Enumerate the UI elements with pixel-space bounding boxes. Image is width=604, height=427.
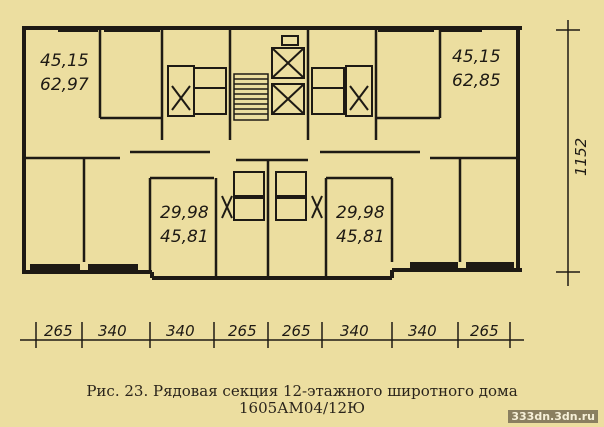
vertical-dimension-line xyxy=(556,20,580,286)
dimension-bay-1: 265 xyxy=(44,322,73,340)
total-area-label: 45,81 xyxy=(160,227,209,247)
windows xyxy=(30,26,514,274)
apartment-top-left: 45,15 62,97 xyxy=(40,51,89,95)
floor-plan: 45,15 62,97 45,15 62,85 29,98 45,81 29,9… xyxy=(20,20,590,348)
interior-walls xyxy=(24,30,518,276)
dimension-bay-3: 340 xyxy=(166,322,195,340)
total-area-label: 62,85 xyxy=(452,71,501,91)
figure-caption: Рис. 23. Рядовая секция 12-этажного широ… xyxy=(86,382,518,400)
dimension-bay-8: 265 xyxy=(470,322,499,340)
staircase xyxy=(233,73,269,121)
living-area-label: 45,15 xyxy=(452,47,501,67)
living-area-label: 45,15 xyxy=(40,51,89,71)
dimension-bay-6: 340 xyxy=(340,322,369,340)
apartment-bottom-right: 29,98 45,81 xyxy=(336,203,385,247)
horizontal-dimension-line xyxy=(20,322,524,348)
total-area-label: 62,97 xyxy=(40,75,89,95)
dimension-bay-4: 265 xyxy=(228,322,257,340)
sanitary-units xyxy=(167,65,373,221)
living-area-label: 29,98 xyxy=(160,203,209,223)
apartment-top-right: 45,15 62,85 xyxy=(452,47,501,91)
dimension-bay-7: 340 xyxy=(408,322,437,340)
dimension-bay-5: 265 xyxy=(282,322,311,340)
living-area-label: 29,98 xyxy=(336,203,385,223)
figure-caption-code: 1605АМ04/12Ю xyxy=(238,399,366,417)
elevator-shafts xyxy=(271,35,305,115)
watermark: 333dn.3dn.ru xyxy=(508,410,598,423)
dimension-labels: 265 340 340 265 265 340 340 265 xyxy=(44,322,499,340)
total-area-label: 45,81 xyxy=(336,227,385,247)
apartment-bottom-left: 29,98 45,81 xyxy=(160,203,209,247)
depth-dimension-label: 1152 xyxy=(572,138,590,176)
dimension-bay-2: 340 xyxy=(98,322,127,340)
